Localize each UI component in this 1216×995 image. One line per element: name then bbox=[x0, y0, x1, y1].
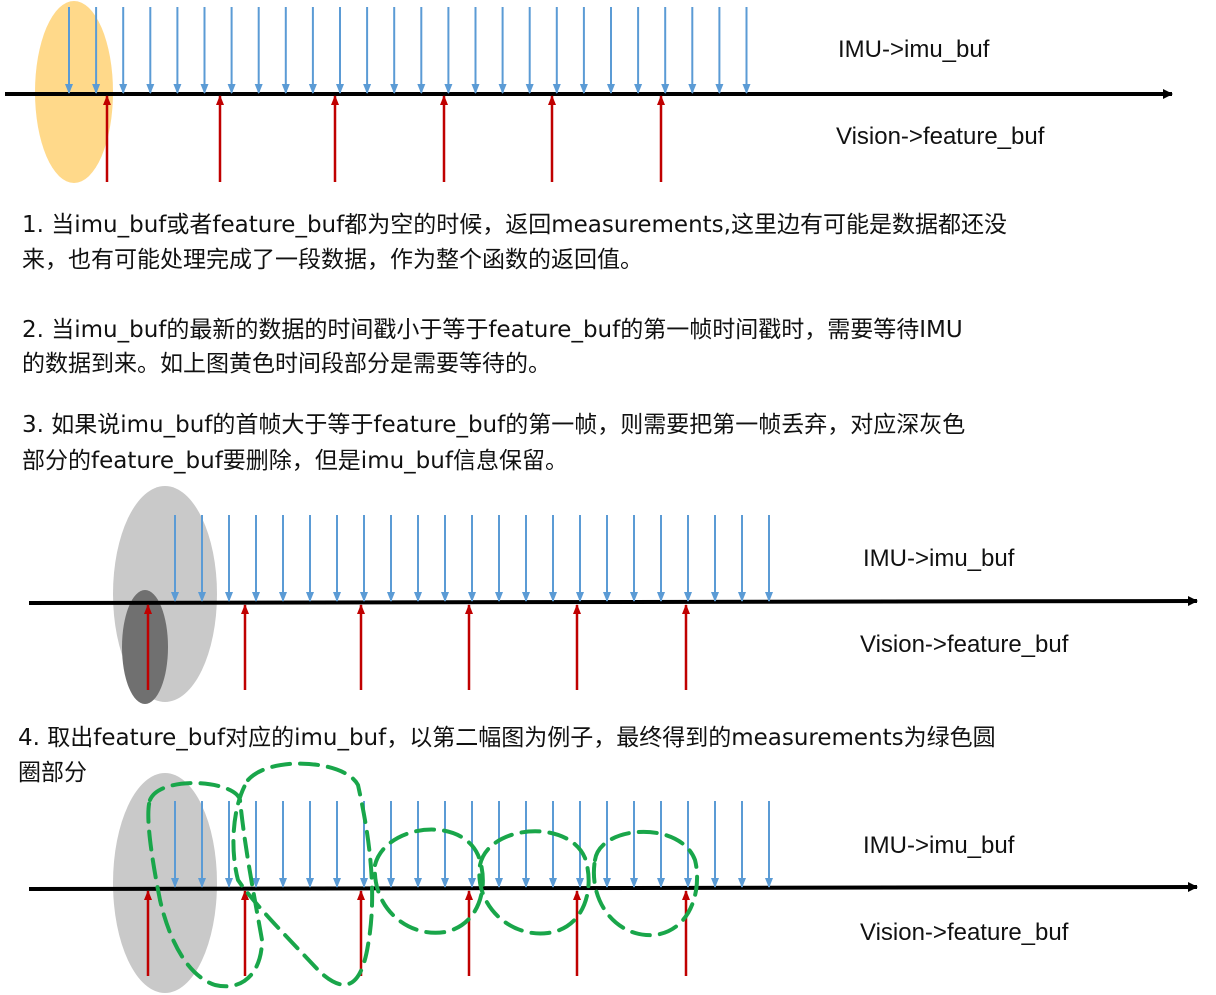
time-axis bbox=[28, 882, 1198, 893]
vision-arrows bbox=[144, 890, 690, 976]
paragraph-3-line-2: 部分的feature_buf要删除，但是imu_buf信息保留。 bbox=[22, 448, 568, 474]
measurement-group-2 bbox=[231, 761, 375, 987]
paragraph-4-line-1: 4. 取出feature_buf对应的imu_buf，以第二幅图为例子，最终得到… bbox=[18, 725, 996, 751]
vision-arrows bbox=[144, 604, 690, 690]
diagram-3: IMU->imu_buf Vision->feature_buf bbox=[28, 761, 1198, 993]
paragraph-3-line-1: 3. 如果说imu_buf的首帧大于等于feature_buf的第一帧，则需要把… bbox=[22, 412, 966, 438]
discard-region-light bbox=[113, 773, 217, 993]
measurement-groups bbox=[146, 761, 700, 989]
imu-arrows bbox=[171, 515, 773, 602]
measurement-group-4 bbox=[477, 829, 591, 936]
paragraph-2-line-1: 2. 当imu_buf的最新的数据的时间戳小于等于feature_buf的第一帧… bbox=[22, 317, 963, 343]
discard-frame-dark bbox=[122, 590, 168, 704]
imu-arrows bbox=[65, 7, 751, 94]
paragraph-4-line-2: 圈部分 bbox=[18, 760, 87, 786]
imu-buf-label: IMU->imu_buf bbox=[838, 36, 990, 63]
diagram-1: IMU->imu_buf Vision->feature_buf bbox=[5, 1, 1173, 183]
measurement-group-1 bbox=[146, 781, 265, 989]
measurement-group-5 bbox=[591, 829, 700, 938]
diagram-2: IMU->imu_buf Vision->feature_buf bbox=[28, 486, 1198, 704]
paragraph-1-line-1: 1. 当imu_buf或者feature_buf都为空的时候，返回measure… bbox=[22, 212, 1007, 238]
paragraph-2-line-2: 的数据到来。如上图黄色时间段部分是需要等待的。 bbox=[22, 351, 551, 377]
paragraph-1-line-2: 来，也有可能处理完成了一段数据，作为整个函数的返回值。 bbox=[22, 247, 643, 273]
feature-buf-label: Vision->feature_buf bbox=[836, 123, 1045, 150]
imu-buf-label: IMU->imu_buf bbox=[863, 545, 1015, 572]
vision-arrows bbox=[103, 95, 665, 182]
time-axis bbox=[28, 596, 1198, 607]
imu-arrows bbox=[171, 801, 773, 888]
measurement-group-3 bbox=[372, 827, 485, 935]
feature-buf-label: Vision->feature_buf bbox=[860, 919, 1069, 946]
feature-buf-label: Vision->feature_buf bbox=[860, 631, 1069, 658]
imu-buf-label: IMU->imu_buf bbox=[863, 832, 1015, 859]
